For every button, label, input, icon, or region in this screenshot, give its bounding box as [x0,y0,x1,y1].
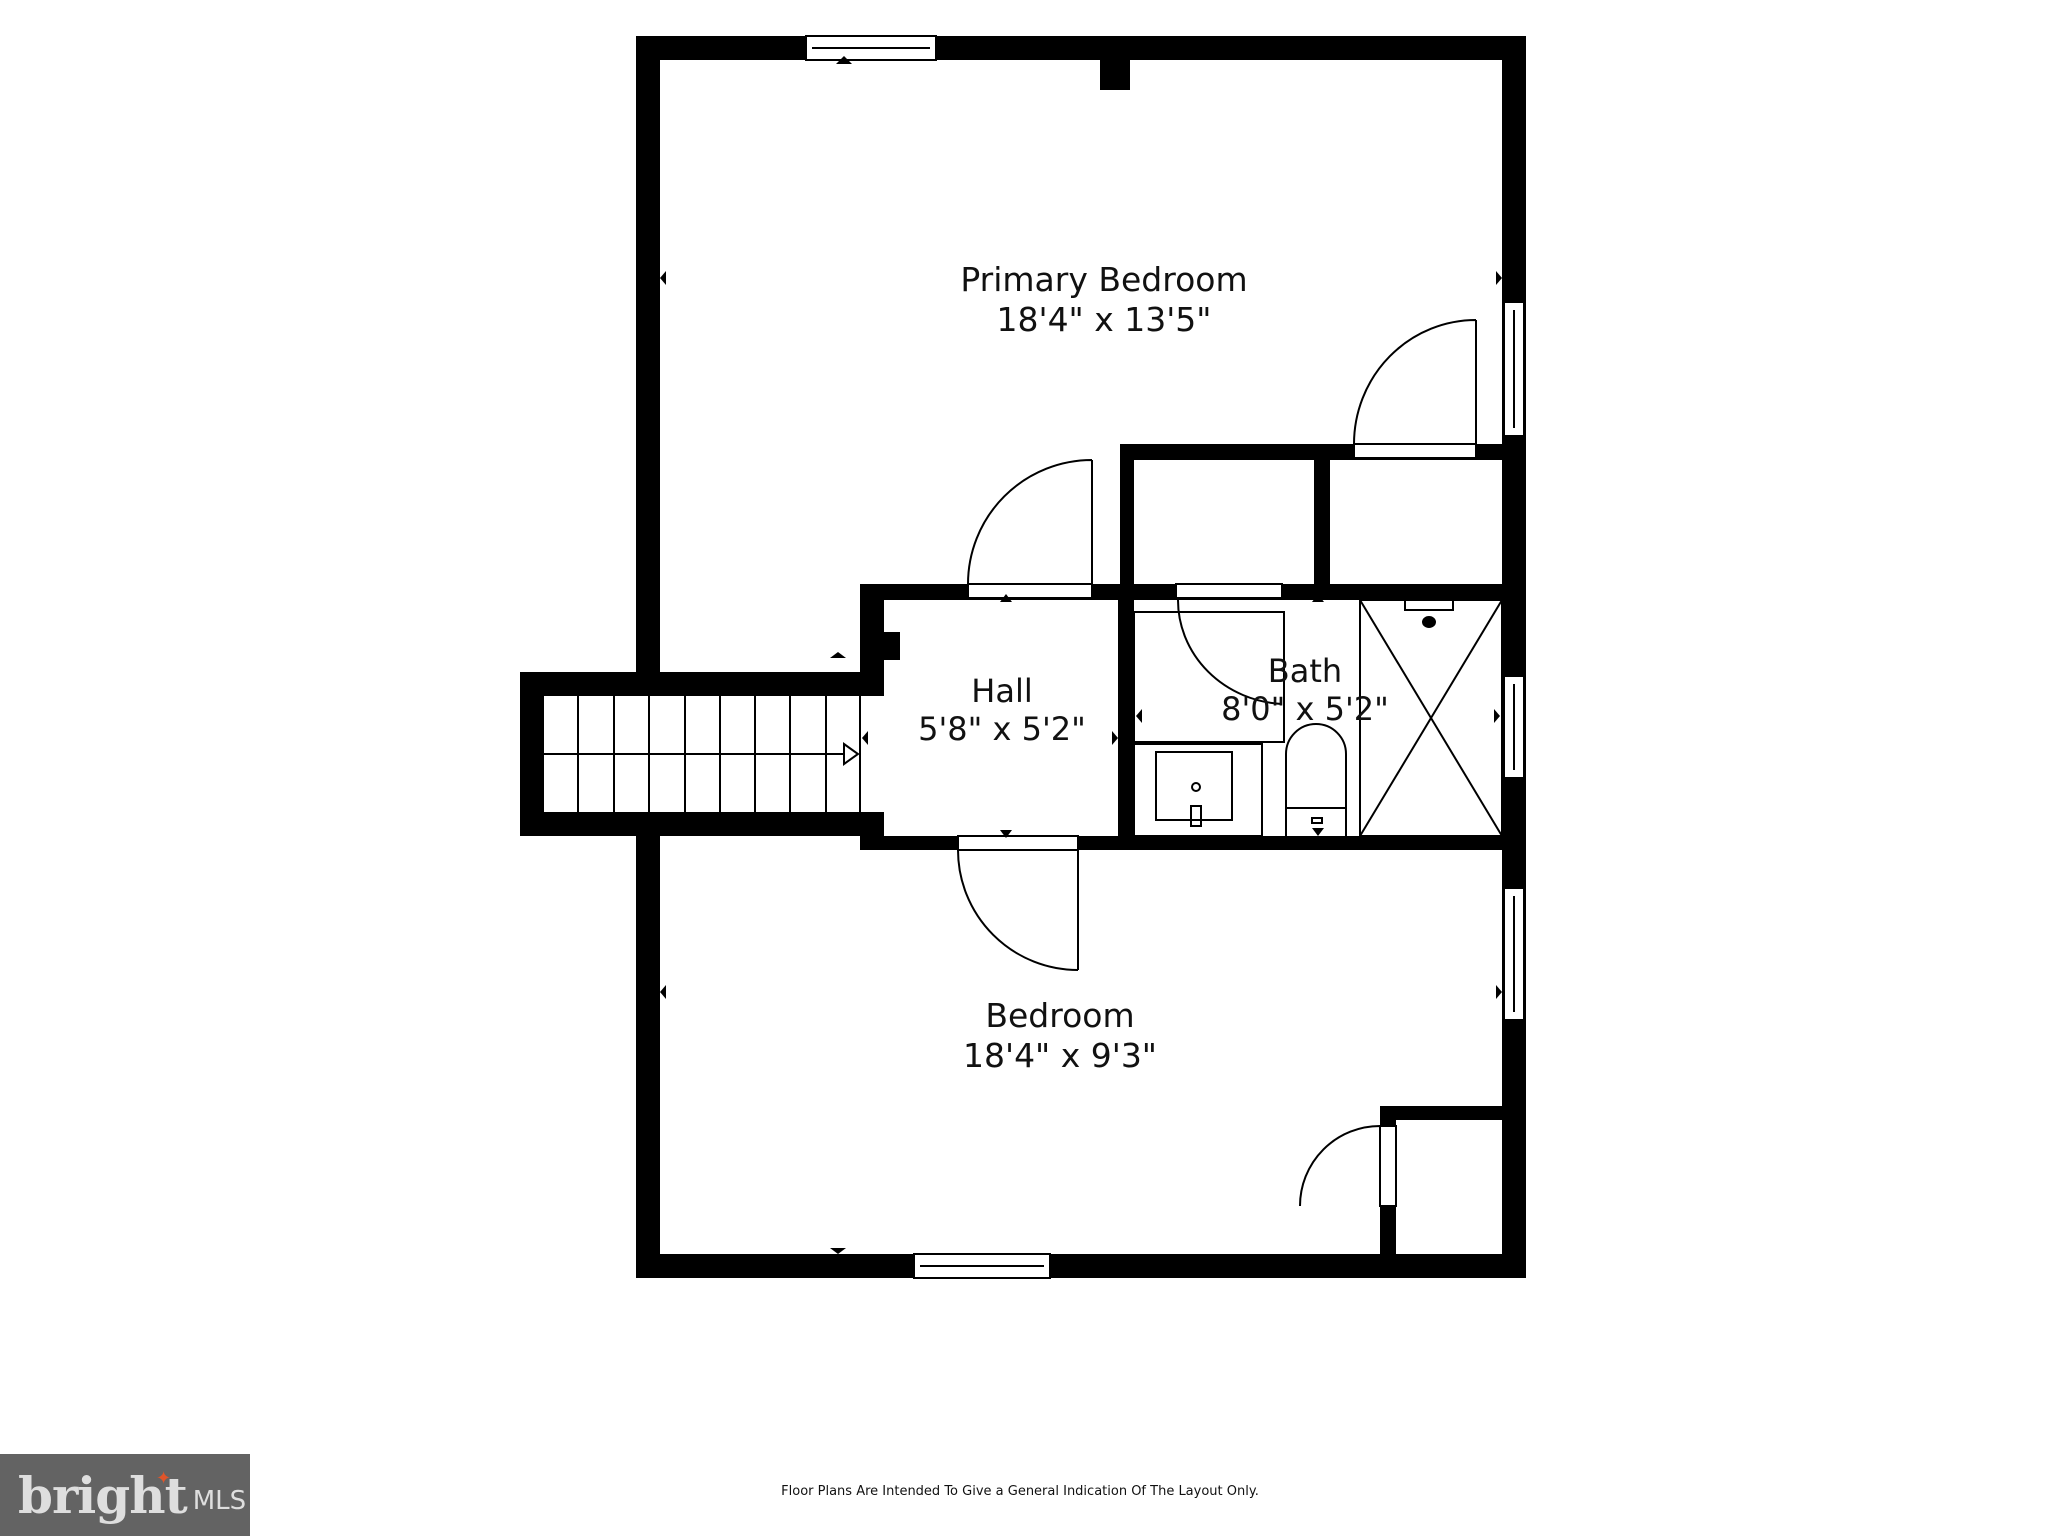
room-dimensions: 18'4" x 13'5" [996,299,1212,339]
room-dimensions: 18'4" x 9'3" [963,1035,1157,1075]
bright-mls-logo: bright ✦ MLS [0,1454,250,1536]
room-dimensions: 8'0" x 5'2" [1221,690,1389,729]
room-bath: Bath 8'0" x 5'2" [1180,652,1430,729]
room-primary-bedroom: Primary Bedroom 18'4" x 13'5" [904,260,1304,339]
wall-bottom [636,1254,1526,1278]
wall-left-lower [636,826,660,1278]
room-name: Bedroom [985,996,1135,1035]
logo-suffix: MLS [192,1486,247,1516]
star-icon: ✦ [156,1468,172,1489]
room-bedroom: Bedroom 18'4" x 9'3" [860,996,1260,1075]
room-dimensions: 5'8" x 5'2" [918,710,1086,749]
room-name: Bath [1267,652,1343,690]
disclaimer-text: Floor Plans Are Intended To Give a Gener… [781,1484,1259,1499]
logo-brand: bright [18,1465,188,1525]
room-name: Hall [971,672,1033,710]
room-hall: Hall 5'8" x 5'2" [884,672,1120,749]
room-name: Primary Bedroom [960,260,1248,299]
wall-top [636,36,1526,60]
wall-left-upper [636,36,660,682]
wall-right [1502,36,1526,1278]
